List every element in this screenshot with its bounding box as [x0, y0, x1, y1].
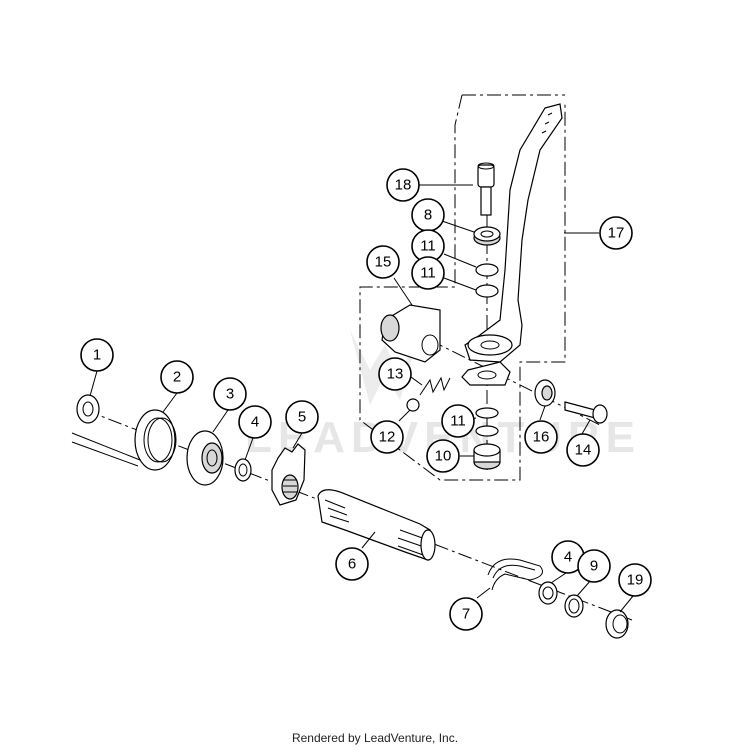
callout-11a: 11	[411, 229, 445, 263]
callout-18: 18	[386, 168, 420, 202]
callout-label: 19	[627, 572, 644, 589]
callout-9: 9	[577, 549, 611, 583]
part-circlip-7	[487, 558, 543, 591]
callout-label: 8	[424, 207, 432, 224]
callout-label: 15	[375, 254, 392, 271]
callout-label: 4	[564, 549, 572, 566]
callout-label: 17	[608, 225, 625, 242]
part-spring-2	[71, 409, 177, 471]
callout-19: 19	[618, 563, 652, 597]
part-spring-guide-3	[186, 430, 224, 486]
part-ball-12	[406, 398, 420, 412]
callout-11c: 11	[441, 404, 475, 438]
part-washer-1	[76, 394, 100, 424]
part-oring-11b	[475, 284, 499, 298]
callout-label: 14	[575, 442, 592, 459]
callout-label: 4	[251, 414, 259, 431]
callout-label: 11	[420, 265, 436, 282]
part-shim-9	[564, 594, 584, 618]
callout-label: 1	[93, 347, 101, 364]
callout-label: 10	[435, 448, 452, 465]
part-washer-16	[534, 379, 556, 407]
callout-label: 12	[379, 429, 396, 446]
part-ratchet-gear-5	[271, 443, 306, 506]
callout-8: 8	[411, 198, 445, 232]
part-spring-13	[419, 376, 451, 396]
callout-17: 17	[599, 216, 633, 250]
part-bolt-14	[564, 401, 608, 424]
callout-3: 3	[213, 377, 247, 411]
part-kick-pedal-17	[461, 103, 563, 386]
part-bolt-18	[477, 162, 495, 216]
callout-15: 15	[366, 245, 400, 279]
part-washer-4b	[538, 581, 558, 605]
callout-label: 9	[590, 558, 598, 575]
assembly-frame	[359, 94, 566, 481]
part-pedal-head-15	[380, 304, 441, 363]
callout-1: 1	[80, 338, 114, 372]
callout-7: 7	[449, 597, 483, 631]
callout-label: 3	[226, 386, 234, 403]
part-bushing-8	[473, 226, 501, 246]
callout-14: 14	[566, 433, 600, 467]
callout-6: 6	[335, 547, 369, 581]
part-washer-4a	[234, 458, 252, 482]
render-credit: Rendered by LeadVenture, Inc.	[291, 731, 459, 745]
part-kickstarter-shaft-6	[317, 489, 436, 561]
part-bushing-10	[473, 443, 501, 470]
callout-label: 2	[173, 369, 181, 386]
part-oring-11c	[475, 407, 499, 437]
callout-13: 13	[378, 357, 412, 391]
part-bushing-19	[605, 609, 629, 639]
callout-label: 16	[533, 429, 550, 446]
callout-label: 11	[450, 413, 466, 430]
callout-label: 7	[462, 606, 470, 623]
shaft-axis-line	[84, 409, 633, 621]
callout-11b: 11	[411, 256, 445, 290]
callout-label: 18	[395, 177, 412, 194]
callout-label: 5	[298, 409, 306, 426]
callout-16: 16	[524, 420, 558, 454]
callout-label: 13	[387, 366, 404, 383]
callout-12: 12	[370, 420, 404, 454]
callout-4a: 4	[238, 405, 272, 439]
callout-2: 2	[160, 360, 194, 394]
callout-label: 11	[420, 238, 436, 255]
callout-5: 5	[285, 400, 319, 434]
callout-label: 6	[348, 556, 356, 573]
callout-10: 10	[426, 439, 460, 473]
part-oring-11a	[475, 263, 499, 277]
